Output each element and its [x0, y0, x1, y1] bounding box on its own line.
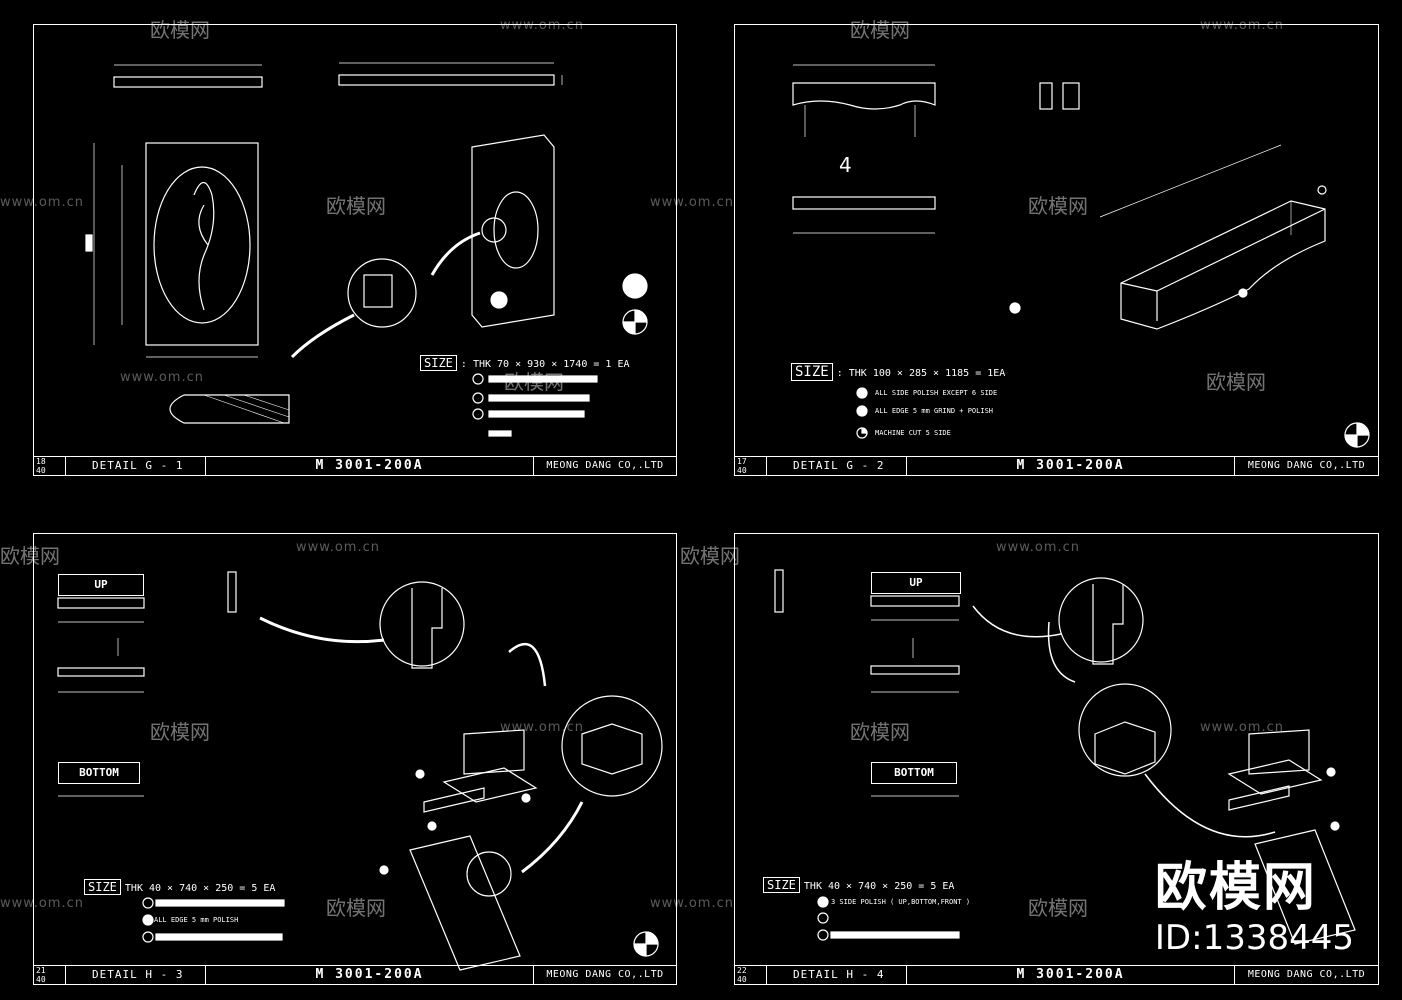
h4-size-text: THK 40 × 740 × 250 = 5 EA: [803, 881, 955, 892]
h4-model-number: M 3001-200A: [907, 966, 1235, 984]
watermark-url: www.om.cn: [0, 195, 84, 210]
watermark-brand: 欧模网: [1028, 896, 1088, 920]
watermark-brand: 欧模网: [0, 544, 60, 568]
g2-company: MEONG DANG CO,.LTD: [1247, 460, 1366, 471]
watermark-url: www.om.cn: [650, 896, 734, 911]
g1-size-spec: SIZE: THK 70 × 930 × 1740 = 1 EA: [420, 355, 629, 371]
g1-company: MEONG DANG CO,.LTD: [546, 460, 664, 471]
watermark-brand: 欧模网: [326, 896, 386, 920]
h3-drawing: [57, 571, 663, 971]
watermark-url: www.om.cn: [500, 720, 584, 735]
g2-note-1: ALL SIDE POLISH EXCEPT 6 SIDE: [875, 389, 998, 397]
watermark-brand: 欧模网: [504, 370, 564, 394]
h3-bottom-label: BOTTOM: [58, 762, 140, 784]
watermark-brand: 欧模网: [150, 720, 210, 744]
g1-size-label: SIZE: [420, 355, 457, 371]
watermark-url: www.om.cn: [0, 896, 84, 911]
h3-detail-label: DETAIL H - 3: [66, 966, 206, 984]
h3-up-label: UP: [58, 574, 144, 596]
watermark-url: www.om.cn: [120, 370, 204, 385]
watermark-url: www.om.cn: [996, 540, 1080, 555]
g2-size-spec: SIZE: THK 100 × 285 × 1185 = 1EA: [791, 363, 1005, 381]
watermark-brand: 欧模网: [850, 18, 910, 42]
h4-size-label: SIZE: [763, 877, 800, 893]
g2-detail-label: DETAIL G - 2: [767, 457, 907, 475]
watermark-url: www.om.cn: [500, 18, 584, 33]
watermark-url: www.om.cn: [1200, 720, 1284, 735]
brand-title: 欧模网: [1154, 858, 1317, 918]
g2-size-text: : THK 100 × 285 × 1185 = 1EA: [836, 368, 1006, 379]
g2-size-label: SIZE: [791, 363, 833, 381]
h4-bottom-label: BOTTOM: [871, 762, 957, 784]
h3-company: MEONG DANG CO,.LTD: [546, 969, 664, 980]
g2-model-number: M 3001-200A: [907, 457, 1235, 475]
h4-company: MEONG DANG CO,.LTD: [1247, 969, 1366, 980]
g1-model-number: M 3001-200A: [206, 457, 534, 475]
drawing-sheet-g2: 4 SIZE: THK 100 × 285 × 1185 = 1EA ALL S…: [734, 24, 1379, 476]
g2-drawing: [792, 64, 1370, 448]
h3-note-1: ALL EDGE 5 mm POLISH: [154, 916, 239, 924]
g2-view-label: 4: [839, 153, 852, 177]
g2-note-3: MACHINE CUT 5 SIDE: [875, 429, 951, 437]
watermark-brand: 欧模网: [150, 18, 210, 42]
watermark-url: www.om.cn: [296, 540, 380, 555]
watermark-brand: 欧模网: [680, 544, 740, 568]
watermark-brand: 欧模网: [1206, 370, 1266, 394]
watermark-brand: 欧模网: [850, 720, 910, 744]
brand-id-number: ID:1338445: [1154, 918, 1354, 958]
g1-drawing: [85, 62, 648, 437]
h4-note-1: 3 SIDE POLISH ( UP,BOTTOM,FRONT ): [831, 898, 971, 906]
watermark-brand: 欧模网: [1028, 194, 1088, 218]
g2-note-2: ALL EDGE 5 mm GRIND + POLISH: [875, 407, 994, 415]
h3-size-text: THK 40 × 740 × 250 = 5 EA: [124, 883, 276, 894]
h4-drawing: [774, 569, 1356, 945]
watermark-url: www.om.cn: [650, 195, 734, 210]
watermark-url: www.om.cn: [1200, 18, 1284, 33]
brand-id-block: 欧模网 ID:1338445: [1155, 858, 1354, 958]
h3-model-number: M 3001-200A: [206, 966, 534, 984]
watermark-brand: 欧模网: [326, 194, 386, 218]
h4-detail-label: DETAIL H - 4: [767, 966, 907, 984]
h3-size-label: SIZE: [84, 879, 121, 895]
g1-detail-label: DETAIL G - 1: [66, 457, 206, 475]
h4-up-label: UP: [871, 572, 961, 594]
g1-size-text: : THK 70 × 930 × 1740 = 1 EA: [460, 359, 630, 370]
